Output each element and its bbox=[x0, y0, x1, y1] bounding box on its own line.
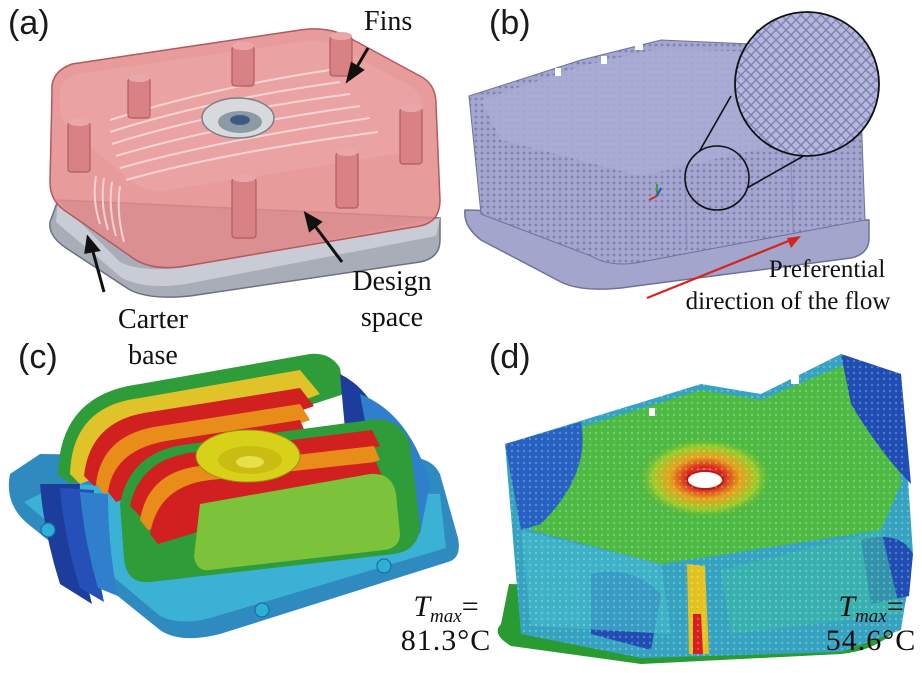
tmax-symbol: T bbox=[413, 590, 431, 623]
tmax-symbol: T bbox=[838, 590, 856, 623]
design-space-label-line1: Design bbox=[352, 266, 432, 297]
panel-d: (d) Tmax= 54.6°C bbox=[461, 334, 922, 668]
fin-heatmap-render bbox=[8, 353, 459, 639]
flow-direction-line2: direction of the flow bbox=[685, 288, 891, 315]
tmax-value: 81.3°C bbox=[400, 624, 492, 657]
lattice-render bbox=[464, 11, 880, 300]
panel-b: (b) Preferential direction of the flow bbox=[461, 0, 922, 334]
tmax-subscript: max bbox=[430, 606, 462, 627]
panel-label-c: (c) bbox=[18, 338, 58, 376]
carter-base-label-line1: Carter bbox=[118, 304, 188, 335]
design-space-render bbox=[49, 28, 441, 298]
fins-label: Fins bbox=[364, 6, 413, 37]
panel-a: (a) Fins Design space bbox=[0, 0, 461, 334]
tmax-equals: = bbox=[886, 590, 904, 623]
tmax-subscript: max bbox=[855, 606, 887, 627]
panel-label-b: (b) bbox=[489, 4, 531, 42]
carter-base-label-line2: base bbox=[128, 340, 178, 371]
tmax-value: 54.6°C bbox=[825, 624, 917, 657]
panel-label-a: (a) bbox=[8, 4, 50, 42]
design-space-label-line2: space bbox=[360, 302, 424, 333]
panel-c: (c) Tmax= 81.3°C bbox=[0, 334, 490, 668]
flow-direction-line1: Preferential bbox=[768, 256, 886, 283]
tmax-readout-c: Tmax= 81.3°C bbox=[396, 590, 496, 658]
tmax-readout-d: Tmax= 54.6°C bbox=[821, 590, 921, 658]
lattice-heatmap-render bbox=[497, 354, 913, 664]
tmax-equals: = bbox=[461, 590, 479, 623]
panel-label-d: (d) bbox=[489, 338, 531, 376]
